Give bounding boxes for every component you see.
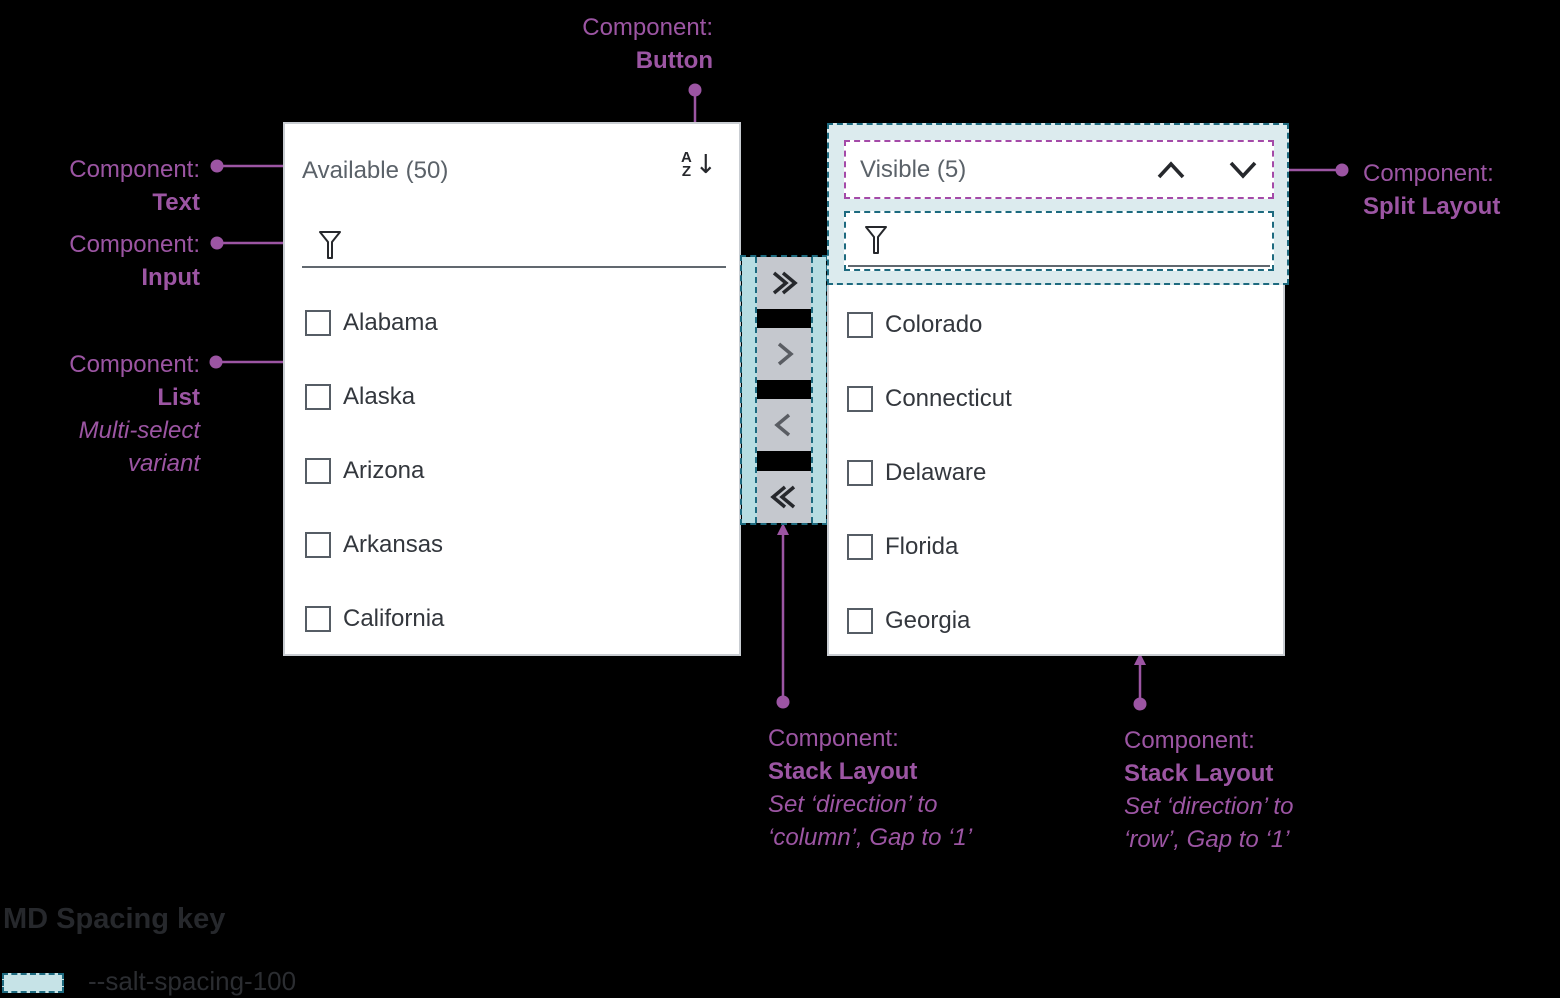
item-label: Florida <box>885 533 959 560</box>
checkbox[interactable] <box>847 386 873 412</box>
move-all-left-button[interactable] <box>757 471 811 523</box>
checkbox[interactable] <box>305 606 331 632</box>
item-label: Alaska <box>343 383 416 410</box>
available-list-panel: Available (50) A Z ↓ Alabama Alaska Ariz… <box>283 122 741 656</box>
chevron-right-icon <box>777 342 794 366</box>
arrow-down-icon: ↓ <box>694 150 717 180</box>
annotation-note: ‘column’, Gap to ‘1’ <box>768 824 973 851</box>
available-list-title: Available (50) <box>302 157 449 184</box>
list-item[interactable]: Delaware <box>847 458 986 488</box>
annotation-prefix: Component: <box>768 725 899 752</box>
annotation-note: Set ‘direction’ to <box>1124 793 1294 820</box>
annotation-note: variant <box>127 450 200 477</box>
item-label: Arkansas <box>343 531 444 558</box>
spacing-key-token: --salt-spacing-100 <box>88 966 297 996</box>
spacing-key-swatch <box>2 973 64 993</box>
visible-list-panel: Visible (5) <box>827 123 1289 656</box>
move-down-button[interactable] <box>1226 157 1260 183</box>
annotation-prefix: Component: <box>69 231 200 258</box>
move-up-button[interactable] <box>1154 157 1188 183</box>
annotation-note: ‘row’, Gap to ‘1’ <box>1124 826 1290 853</box>
stack-column-annotation-arrow <box>776 523 790 709</box>
sort-button[interactable]: A Z ↓ <box>679 149 719 181</box>
transfer-buttons-spacing <box>740 255 828 525</box>
spacing-strip <box>811 257 826 523</box>
annotation-input: Component: Input <box>69 228 200 294</box>
annotation-button: Component: Button <box>582 11 713 77</box>
annotation-note: Multi-select <box>78 417 200 444</box>
double-chevron-right-icon <box>772 271 798 295</box>
move-all-right-button[interactable] <box>757 257 811 309</box>
filter-input[interactable] <box>848 215 1270 267</box>
move-left-button[interactable] <box>757 399 811 451</box>
checkbox[interactable] <box>305 458 331 484</box>
checkbox[interactable] <box>847 312 873 338</box>
visible-list-title: Visible (5) <box>860 155 967 183</box>
double-chevron-left-icon <box>770 485 796 509</box>
annotation-component-name: List <box>157 384 200 411</box>
spacing-strip <box>742 257 757 523</box>
item-label: Arizona <box>343 457 425 484</box>
list-item[interactable]: Georgia <box>847 606 970 636</box>
annotation-stack-row: Component: Stack Layout Set ‘direction’ … <box>1124 724 1293 856</box>
annotation-component-name: Text <box>152 189 200 216</box>
item-label: Connecticut <box>885 385 1012 412</box>
item-label: Alabama <box>343 309 438 336</box>
checkbox[interactable] <box>847 534 873 560</box>
split-layout-spacing-overlay: Visible (5) <box>827 123 1289 285</box>
annotation-component-name: Input <box>141 264 200 291</box>
annotation-stack-column: Component: Stack Layout Set ‘direction’ … <box>768 722 972 854</box>
chevron-up-icon <box>1157 160 1185 178</box>
chevron-down-icon <box>1229 161 1257 179</box>
filter-input-spacing-box <box>844 211 1274 271</box>
annotation-prefix: Component: <box>1363 160 1494 187</box>
annotation-prefix: Component: <box>69 351 200 378</box>
spacing-key-title: MD Spacing key <box>3 903 226 935</box>
move-right-button[interactable] <box>757 328 811 380</box>
annotation-list: Component: List Multi-select variant <box>69 348 200 480</box>
checkbox[interactable] <box>847 460 873 486</box>
chevron-left-icon <box>774 413 791 437</box>
checkbox[interactable] <box>847 608 873 634</box>
item-label: Colorado <box>885 311 983 338</box>
filter-input[interactable] <box>302 224 726 268</box>
list-item[interactable]: Alaska <box>305 382 415 412</box>
annotation-prefix: Component: <box>69 156 200 183</box>
checkbox[interactable] <box>305 532 331 558</box>
annotation-prefix: Component: <box>1124 727 1255 754</box>
item-label: Delaware <box>885 459 987 486</box>
filter-icon <box>319 231 341 259</box>
list-item[interactable]: Arizona <box>305 456 424 486</box>
list-item[interactable]: Colorado <box>847 310 982 340</box>
annotation-prefix: Component: <box>582 14 713 41</box>
annotation-component-name: Button <box>635 47 713 74</box>
stack-row-annotation-arrow <box>1133 653 1147 711</box>
checkbox[interactable] <box>305 310 331 336</box>
annotation-component-name: Stack Layout <box>768 758 918 785</box>
checkbox[interactable] <box>305 384 331 410</box>
list-item[interactable]: Arkansas <box>305 530 443 560</box>
annotation-text: Component: Text <box>69 153 200 219</box>
annotation-note: Set ‘direction’ to <box>768 791 938 818</box>
item-label: Georgia <box>885 607 971 634</box>
item-label: California <box>343 605 445 632</box>
annotation-component-name: Stack Layout <box>1124 760 1274 787</box>
annotation-split-layout: Component: Split Layout <box>1363 157 1500 223</box>
list-item[interactable]: Florida <box>847 532 958 562</box>
split-layout-header: Visible (5) <box>844 140 1274 199</box>
list-item[interactable]: Alabama <box>305 308 438 338</box>
sort-az-icon: A Z <box>681 149 692 180</box>
annotation-component-name: Split Layout <box>1363 193 1501 220</box>
list-item[interactable]: Connecticut <box>847 384 1012 414</box>
filter-icon <box>865 226 887 254</box>
list-item[interactable]: California <box>305 604 444 634</box>
